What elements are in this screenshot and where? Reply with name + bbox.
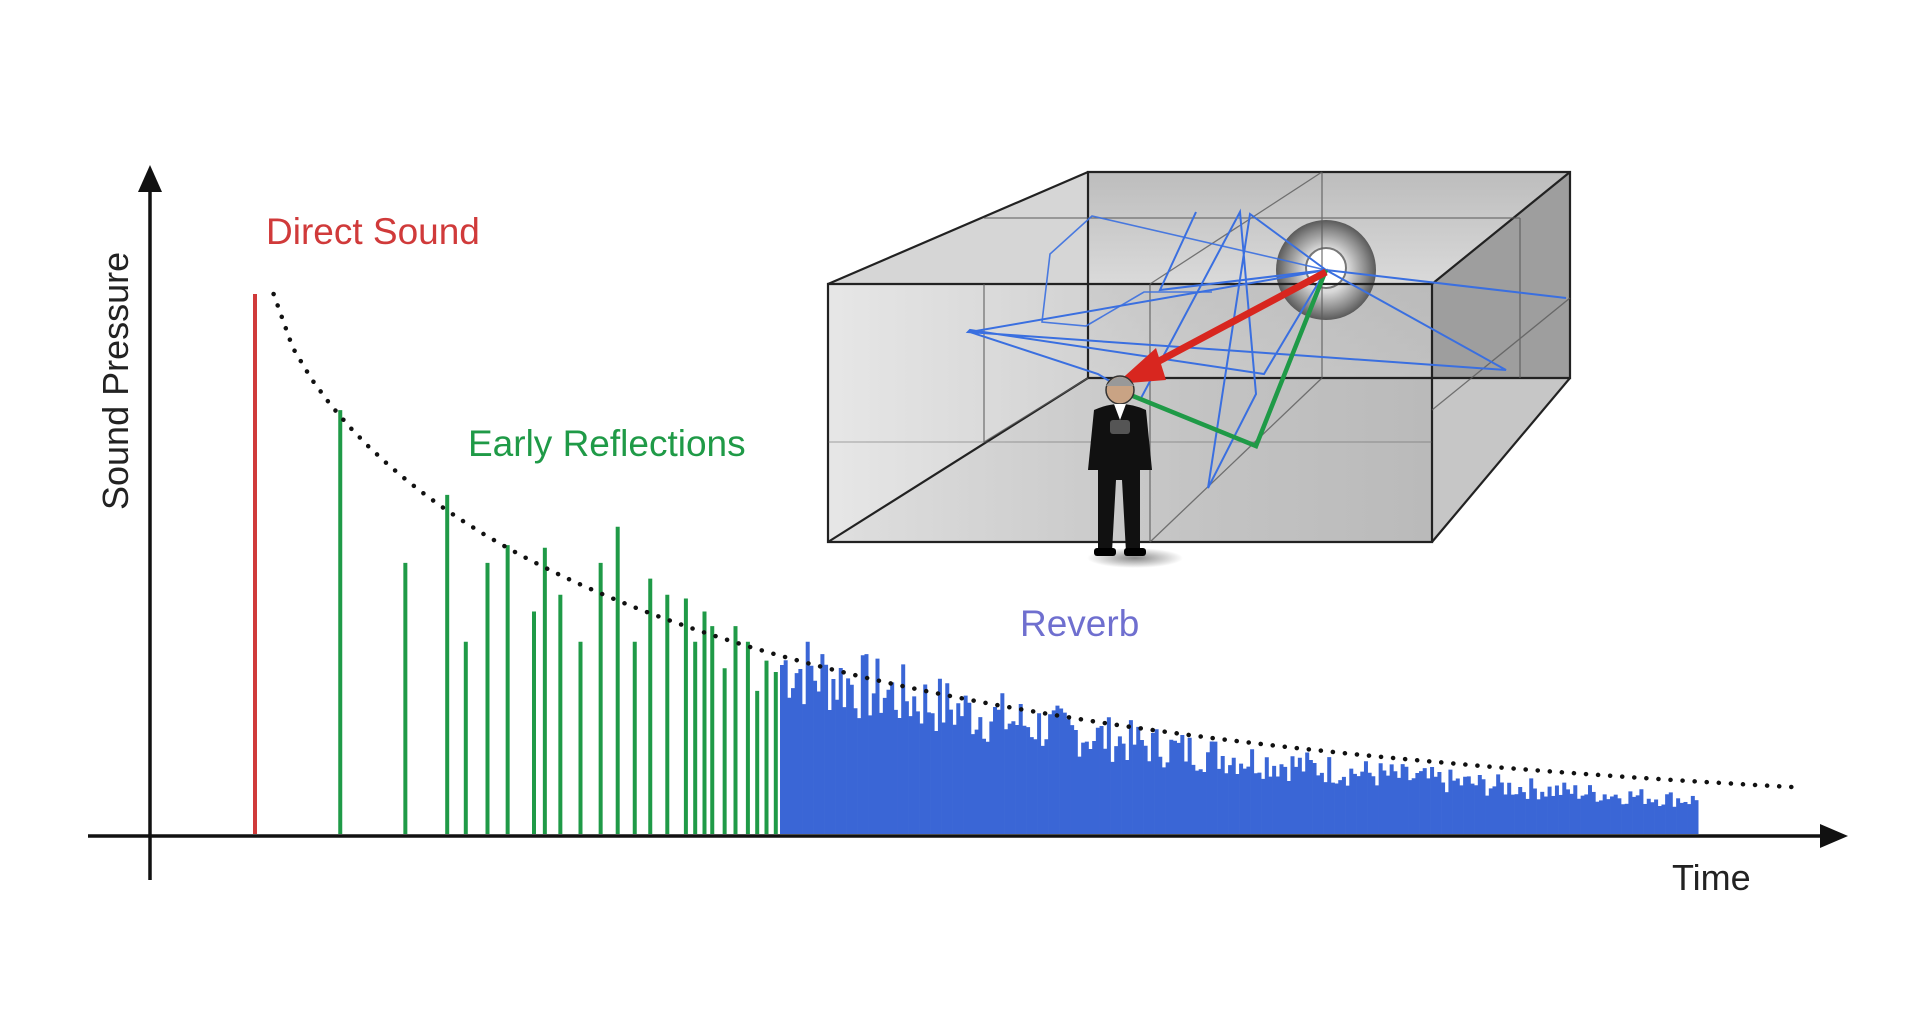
reverb-label: Reverb — [1020, 603, 1139, 644]
reverb-rays — [965, 208, 1567, 489]
early-reflections-label: Early Reflections — [468, 423, 746, 464]
y-axis-arrow-icon — [138, 165, 162, 192]
early-reflection-ray — [1127, 269, 1329, 449]
room-illustration — [826, 170, 1572, 568]
reverb-rays-2 — [1041, 215, 1327, 327]
y-axis-label: Sound Pressure — [95, 252, 136, 510]
listener-figure — [1087, 375, 1183, 568]
direct-sound-ray — [1144, 268, 1328, 372]
axes — [88, 165, 1848, 880]
direct-sound-arrowhead — [1116, 348, 1166, 384]
x-axis-arrow-icon — [1820, 824, 1848, 848]
reverb-series — [780, 641, 1699, 834]
direct-sound-label: Direct Sound — [266, 211, 480, 252]
x-axis-label: Time — [1672, 857, 1751, 898]
early-reflections-series — [338, 410, 778, 834]
